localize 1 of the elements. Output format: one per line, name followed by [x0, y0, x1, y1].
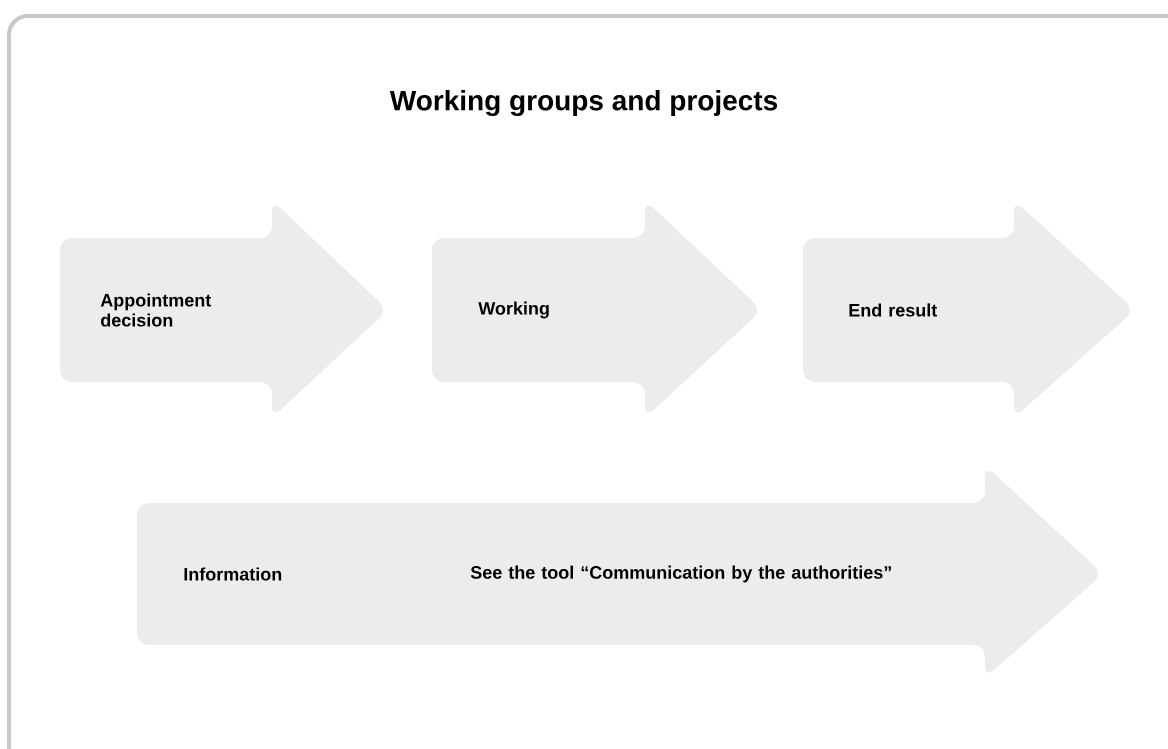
title: Working groups and projects [389, 89, 778, 117]
